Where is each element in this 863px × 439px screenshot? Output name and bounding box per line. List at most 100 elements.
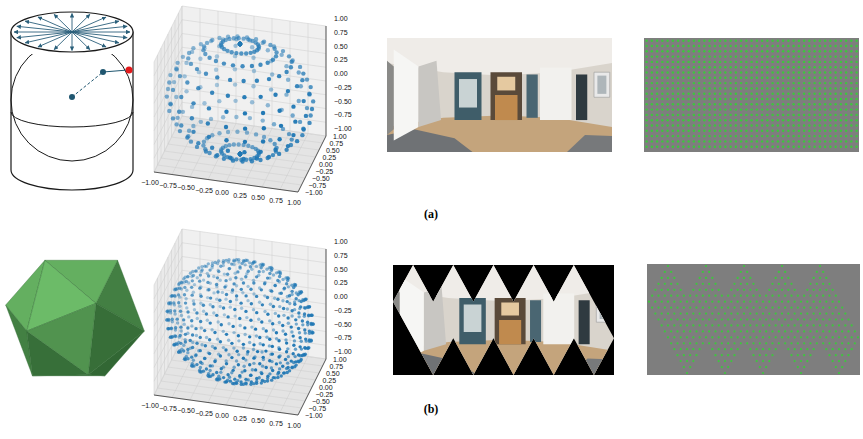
grid-dot <box>845 114 847 116</box>
grid-dot <box>792 77 794 79</box>
grid-dot <box>798 50 800 52</box>
sample-point <box>277 152 281 156</box>
grid-dot <box>693 114 695 116</box>
axis-line <box>326 26 327 136</box>
grid-dot <box>735 55 737 57</box>
grid-dot <box>719 146 721 148</box>
grid-dot <box>798 135 800 137</box>
sample-point <box>280 374 283 377</box>
grid-dot <box>850 40 852 42</box>
sphere-outline <box>11 54 133 161</box>
grid-dot <box>682 108 684 110</box>
grid-dot <box>687 82 689 84</box>
grid-dot <box>855 50 857 52</box>
grid-dot <box>677 77 679 79</box>
grid-dot <box>850 98 852 100</box>
grid-dot <box>661 119 663 121</box>
grid-dot <box>824 71 826 73</box>
sample-point <box>217 36 221 40</box>
grid-dot <box>729 103 731 105</box>
sample-point <box>224 138 228 142</box>
sample-point <box>239 380 242 383</box>
grid-dot <box>724 50 726 52</box>
grid-dot <box>766 82 768 84</box>
grid-dot <box>855 93 857 95</box>
grid-dot <box>682 50 684 52</box>
grid-dot <box>708 98 710 100</box>
room-window <box>459 79 477 108</box>
room-window <box>464 305 482 333</box>
grid-dot <box>677 93 679 95</box>
sample-point <box>277 74 281 78</box>
grid-dot <box>750 108 752 110</box>
grid-dot <box>708 114 710 116</box>
grid-dot <box>708 87 710 89</box>
grid-dot <box>819 71 821 73</box>
grid-dot <box>724 140 726 142</box>
sample-point <box>242 150 246 154</box>
sample-point <box>206 281 209 284</box>
grid-dot <box>834 87 836 89</box>
sample-point <box>182 74 186 78</box>
grid-dot <box>698 77 700 79</box>
grid-dot <box>782 55 784 57</box>
grid-dot <box>834 93 836 95</box>
grid-dot <box>745 77 747 79</box>
grid-dot <box>677 114 679 116</box>
radial-arrow <box>72 32 73 51</box>
grid-dot <box>666 45 668 47</box>
sample-point <box>267 155 271 159</box>
grid-dot <box>798 114 800 116</box>
sample-point <box>205 336 208 339</box>
grid-dot <box>850 93 852 95</box>
grid-dot <box>829 98 831 100</box>
grid-dot <box>855 140 857 142</box>
grid-dot <box>666 130 668 132</box>
grid-dot <box>829 71 831 73</box>
grid-dot <box>735 93 737 95</box>
sample-point <box>229 305 232 308</box>
sample-point <box>185 135 189 139</box>
sample-point <box>238 152 242 156</box>
grid-dot <box>714 45 716 47</box>
sample-point <box>301 71 305 75</box>
grid-dot <box>756 87 758 89</box>
sample-point <box>190 324 193 327</box>
sample-point <box>186 310 189 313</box>
grid-dot <box>803 98 805 100</box>
sample-point <box>252 343 255 346</box>
room-panel <box>530 300 541 342</box>
grid-dot <box>787 124 789 126</box>
grid-dot <box>792 66 794 68</box>
grid-dot <box>792 98 794 100</box>
grid-dot <box>714 93 716 95</box>
grid-dot <box>666 71 668 73</box>
sample-point <box>251 368 254 371</box>
grid-dot <box>855 98 857 100</box>
grid-dot <box>729 77 731 79</box>
radial-arrow <box>25 32 72 43</box>
grid-dot <box>819 66 821 68</box>
sample-point <box>238 42 242 46</box>
grid-line <box>154 257 182 313</box>
grid-dot <box>782 124 784 126</box>
grid-dot <box>771 82 773 84</box>
grid-dot <box>672 135 674 137</box>
sample-point <box>274 284 277 287</box>
grid-dot <box>756 50 758 52</box>
grid-dot <box>745 71 747 73</box>
grid-dot <box>819 40 821 42</box>
sample-point <box>281 278 284 281</box>
grid-dot <box>651 71 653 73</box>
sample-point <box>264 349 267 352</box>
grid-dot <box>698 45 700 47</box>
grid-dot <box>703 45 705 47</box>
sample-point <box>219 371 222 374</box>
grid-dot <box>719 93 721 95</box>
sample-point <box>238 152 242 156</box>
cylinder-dot <box>126 67 133 74</box>
sample-point <box>277 137 281 141</box>
grid-dot <box>808 103 810 105</box>
sample-point <box>171 88 175 92</box>
grid-dot <box>651 82 653 84</box>
